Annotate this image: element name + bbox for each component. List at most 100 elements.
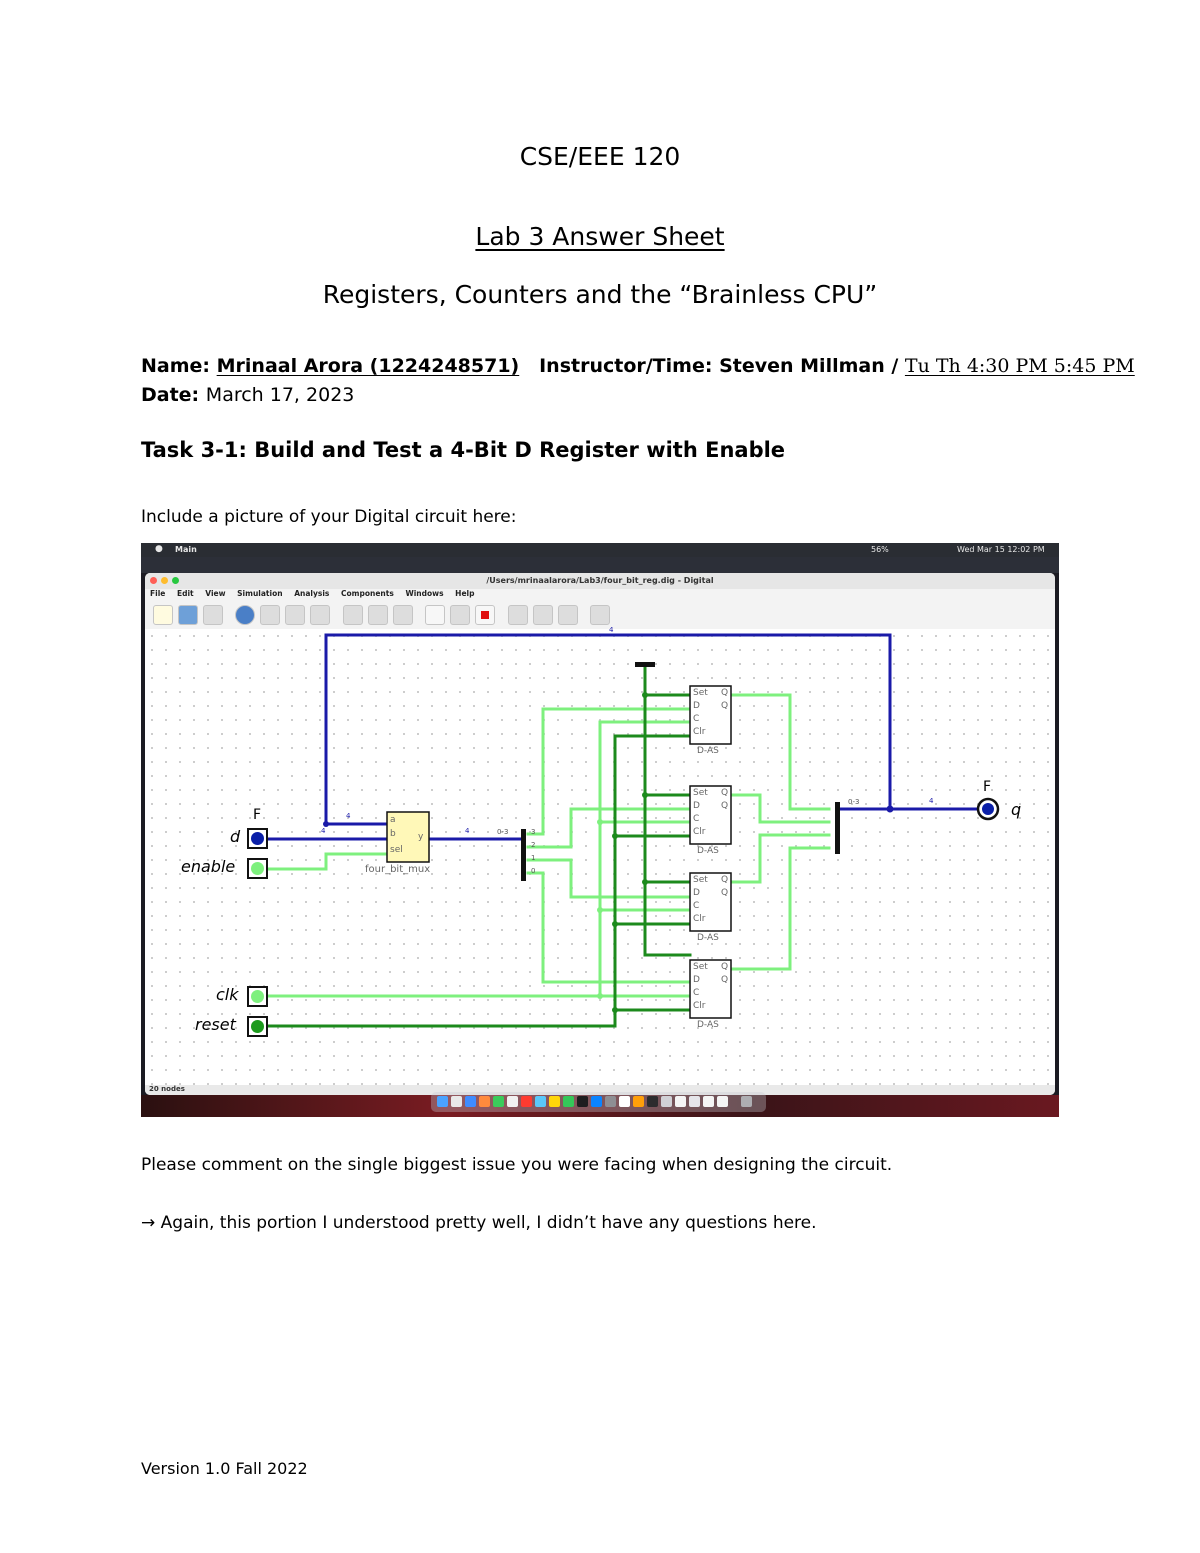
open-folder-icon[interactable] (178, 605, 198, 625)
student-name: Mrinaal Arora (1224248571) (216, 355, 520, 377)
name-label: Name: (141, 355, 211, 377)
save-icon[interactable] (203, 605, 223, 625)
menu-view[interactable]: View (205, 589, 226, 598)
dock-app-icon[interactable] (493, 1096, 504, 1107)
flipflop-3-name: D-AS (697, 746, 719, 756)
output-label-q: q (1011, 800, 1022, 819)
step-icon[interactable] (450, 605, 470, 625)
merger-range: 0-3 (848, 798, 860, 806)
redo-icon[interactable] (368, 605, 388, 625)
menu-analysis[interactable]: Analysis (294, 589, 330, 598)
bus-width-a: 4 (346, 812, 351, 820)
input-clk (247, 986, 268, 1007)
circuit-canvas[interactable]: d F enable clk reset q F a b sel y four_… (145, 626, 1055, 1085)
dock-app-icon[interactable] (703, 1096, 714, 1107)
dock-app-icon[interactable] (577, 1096, 588, 1107)
run-tests-icon[interactable] (558, 605, 578, 625)
menu-help[interactable]: Help (455, 589, 475, 598)
circuit-diagram (247, 633, 1000, 1037)
zoom-out-icon[interactable] (285, 605, 305, 625)
instructor-name: Steven Millman / (719, 355, 899, 377)
dock-app-icon[interactable] (717, 1096, 728, 1107)
mux-pin-y: y (418, 832, 424, 842)
dock-app-icon[interactable] (647, 1096, 658, 1107)
menu-components[interactable]: Components (341, 589, 394, 598)
input-d (247, 828, 268, 849)
mac-menubar: ● Main 56% Wed Mar 15 12:02 PM (141, 543, 1059, 557)
delete-icon[interactable] (393, 605, 413, 625)
zoom-in-icon[interactable] (260, 605, 280, 625)
dock-app-icon[interactable] (633, 1096, 644, 1107)
input-label-reset: reset (195, 1015, 236, 1034)
dock-app-icon[interactable] (451, 1096, 462, 1107)
menu-edit[interactable]: Edit (176, 589, 194, 598)
menu-file[interactable]: File (150, 589, 166, 598)
lab-title: Lab 3 Answer Sheet (0, 222, 1200, 251)
mux-pin-sel: sel (390, 845, 403, 855)
input-d-value: F (253, 807, 262, 823)
single-step-icon[interactable] (508, 605, 528, 625)
feedback-bus-wire (324, 633, 892, 811)
close-window-button[interactable] (150, 577, 157, 584)
window-titlebar: /Users/mrinaalarora/Lab3/four_bit_reg.di… (145, 573, 1055, 589)
undo-icon[interactable] (343, 605, 363, 625)
dock-app-icon[interactable] (661, 1096, 672, 1107)
menu-simulation[interactable]: Simulation (237, 589, 283, 598)
input-reset (247, 1016, 268, 1037)
merger-bar (835, 802, 840, 854)
split-bit-2: 2 (531, 841, 536, 849)
course-title: CSE/EEE 120 (519, 142, 681, 171)
dock-app-icon[interactable] (619, 1096, 630, 1107)
dock-app-icon[interactable] (563, 1096, 574, 1107)
dock-app-icon[interactable] (479, 1096, 490, 1107)
split-bit-0: 0 (531, 867, 536, 875)
four-bit-mux (386, 811, 430, 863)
new-file-icon[interactable] (153, 605, 173, 625)
task-heading: Task 3-1: Build and Test a 4-Bit D Regis… (141, 438, 786, 462)
flipflop-0 (689, 959, 732, 1019)
output-q (976, 797, 1000, 821)
run-to-break-icon[interactable] (533, 605, 553, 625)
class-time: Tu Th 4:30 PM 5:45 PM (904, 355, 1135, 377)
flipflop-2-name: D-AS (697, 846, 719, 856)
zoom-window-button[interactable] (172, 577, 179, 584)
flipflop-3 (689, 685, 732, 745)
dock-app-icon[interactable] (591, 1096, 602, 1107)
play-icon[interactable] (425, 605, 445, 625)
lab-title-text: Lab 3 Answer Sheet (475, 222, 725, 251)
help-icon[interactable] (235, 605, 255, 625)
mux-pin-a: a (390, 815, 396, 825)
dock-app-icon[interactable] (549, 1096, 560, 1107)
dock-app-icon[interactable] (465, 1096, 476, 1107)
bus-width-q: 4 (929, 797, 934, 805)
fit-zoom-icon[interactable] (310, 605, 330, 625)
flipflop-1 (689, 872, 732, 932)
menu-windows[interactable]: Windows (405, 589, 444, 598)
output-q-value: F (983, 779, 992, 795)
app-menubar: File Edit View Simulation Analysis Compo… (145, 589, 1055, 601)
analysis-icon[interactable] (590, 605, 610, 625)
splitter-range: 0-3 (497, 828, 509, 836)
dock-app-icon[interactable] (507, 1096, 518, 1107)
mac-dock (431, 1092, 766, 1112)
dock-app-icon[interactable] (535, 1096, 546, 1107)
dock-app-icon[interactable] (689, 1096, 700, 1107)
dock-app-icon[interactable] (605, 1096, 616, 1107)
minimize-window-button[interactable] (161, 577, 168, 584)
flipflop-1-name: D-AS (697, 933, 719, 943)
name-line: Name: Mrinaal Arora (1224248571) Instruc… (141, 355, 1135, 377)
stop-icon[interactable] (475, 605, 495, 625)
finder-icon[interactable] (437, 1096, 448, 1107)
dock-app-icon[interactable] (521, 1096, 532, 1107)
dock-app-icon[interactable] (675, 1096, 686, 1107)
lab-subtitle: Registers, Counters and the “Brainless C… (322, 280, 878, 309)
trash-icon[interactable] (741, 1096, 752, 1107)
desktop-strip (141, 557, 1059, 573)
